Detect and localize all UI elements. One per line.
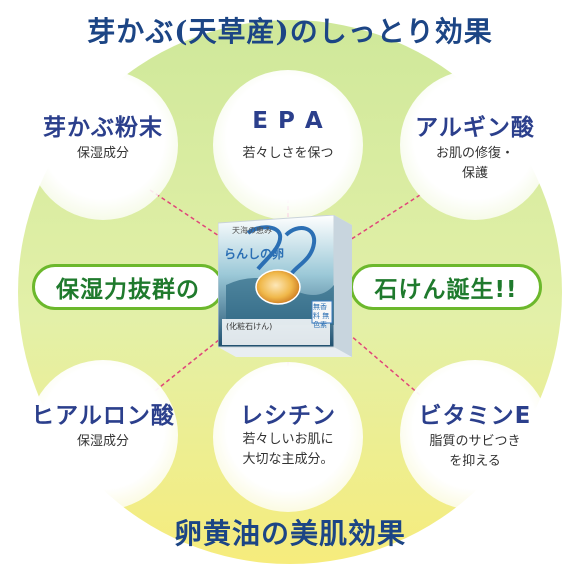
product-box: 天海の恵み らんしの卵 無香料 無色素 (化粧石けん)	[218, 215, 352, 357]
bubble-desc: 若々しいお肌に 大切な主成分。	[242, 432, 334, 467]
bubble-desc: 脂質のサビつき を抑える	[429, 434, 521, 469]
bubble-title: レシチン	[240, 403, 336, 429]
product-label: (化粧石けん)	[226, 322, 273, 331]
bubble-title: ヒアルロン酸	[31, 403, 175, 429]
product-box-illustration	[218, 215, 352, 357]
product-logo: らんしの卵	[224, 247, 285, 261]
bubble-alginic-acid: アルギン酸 お肌の修復・ 保護	[400, 70, 550, 220]
bubble-title: アルギン酸	[415, 115, 535, 141]
bubble-mekabu: 芽かぶ粉末 保湿成分	[28, 70, 178, 220]
bubble-title: ビタミンE	[418, 403, 532, 429]
left-pill: 保湿力抜群の	[32, 264, 224, 310]
bubble-title: 芽かぶ粉末	[43, 115, 163, 141]
bubble-title: E P A	[252, 108, 324, 134]
product-tagline: 天海の恵み	[232, 226, 272, 235]
bubble-lecithin: レシチン 若々しいお肌に 大切な主成分。	[213, 362, 363, 512]
bubble-vitamin-e: ビタミンE 脂質のサビつき を抑える	[400, 360, 550, 510]
bubble-desc: お肌の修復・ 保護	[435, 146, 514, 181]
bubble-desc: 保湿成分	[76, 434, 129, 449]
bubble-epa: E P A 若々しさを保つ	[213, 70, 363, 220]
header-title: 芽かぶ(天草産)のしっとり効果	[87, 15, 493, 48]
bubble-desc: 保湿成分	[76, 146, 129, 161]
bubble-hyaluronic-acid: ヒアルロン酸 保湿成分	[28, 360, 178, 510]
bubble-desc: 若々しさを保つ	[242, 146, 334, 161]
right-pill: 石けん誕生!!	[350, 264, 542, 310]
footer-title: 卵黄油の美肌効果	[173, 517, 406, 550]
product-badge: 無香料 無色素	[313, 303, 330, 329]
